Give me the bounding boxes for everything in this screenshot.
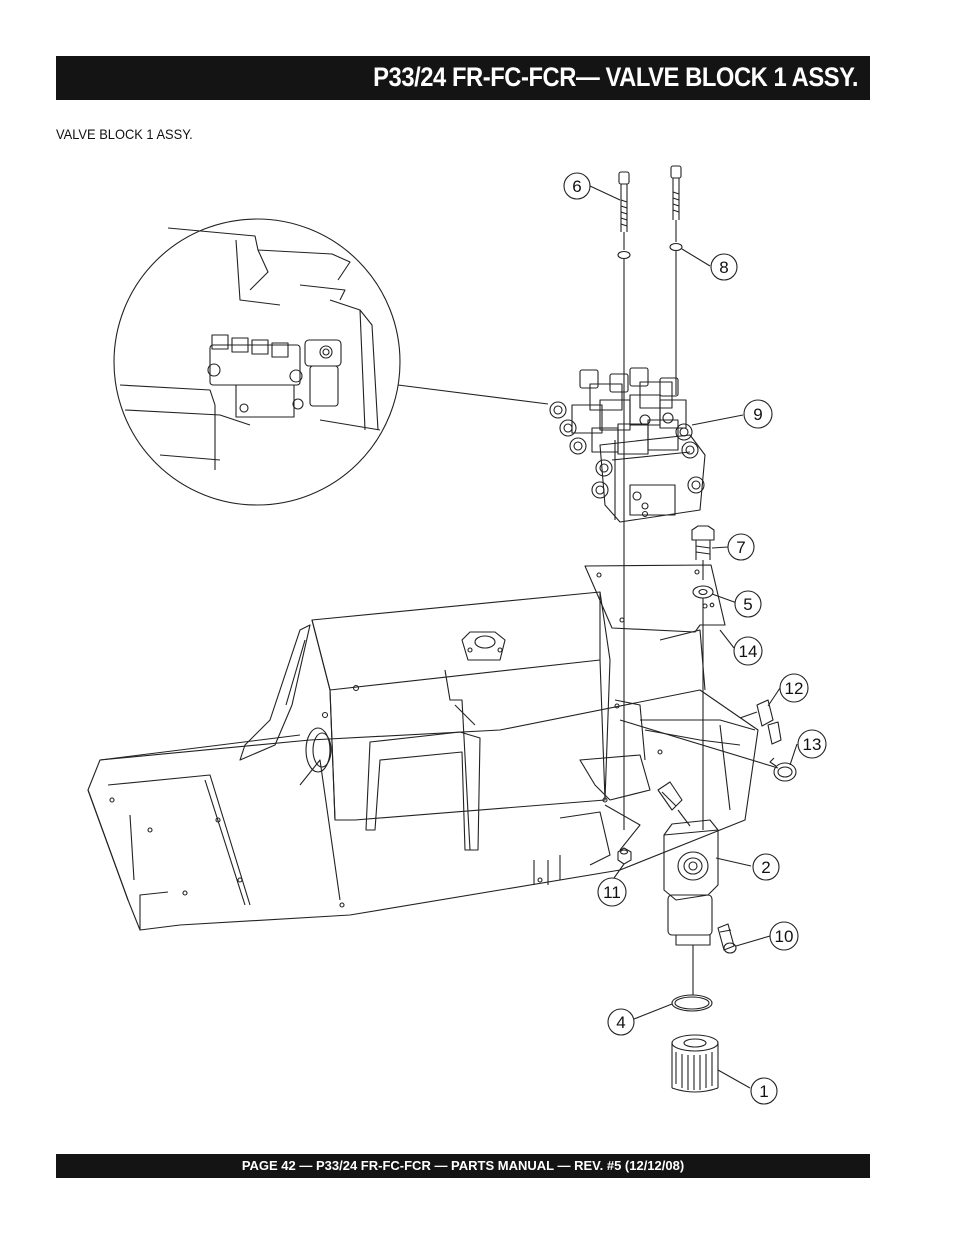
callout-1: 1 (750, 1077, 778, 1105)
callout-11: 11 (597, 877, 627, 907)
svg-text:5: 5 (743, 595, 752, 614)
svg-text:4: 4 (616, 1013, 625, 1032)
valve-block-9 (549, 367, 706, 523)
fitting-upper (657, 781, 691, 827)
page-title: P33/24 FR-FC-FCR— VALVE BLOCK 1 ASSY. (373, 62, 858, 92)
bolt-6 (617, 171, 631, 830)
frame-assembly (87, 591, 759, 931)
svg-text:9: 9 (753, 405, 762, 424)
page-footer-bar: PAGE 42 — P33/24 FR-FC-FCR — PARTS MANUA… (56, 1154, 870, 1178)
clamp-13 (619, 719, 797, 782)
svg-text:12: 12 (785, 679, 804, 698)
page-footer-text: PAGE 42 — P33/24 FR-FC-FCR — PARTS MANUA… (241, 1158, 685, 1173)
filter-element-1 (671, 1034, 719, 1093)
callout-6: 6 (563, 172, 591, 200)
mounting-plate-14 (584, 564, 726, 633)
bolt-8-long (669, 165, 683, 395)
fitting-10 (717, 923, 737, 954)
svg-text:13: 13 (803, 735, 822, 754)
callout-10: 10 (769, 921, 799, 951)
detail-circle (113, 218, 549, 506)
callout-8: 8 (710, 253, 738, 281)
callout-5: 5 (734, 590, 762, 618)
callout-12: 12 (779, 673, 809, 703)
svg-text:6: 6 (572, 177, 581, 196)
callout-13: 13 (797, 729, 827, 759)
leader-lines (589, 185, 798, 1089)
o-ring-4 (671, 994, 713, 1012)
svg-text:7: 7 (736, 538, 745, 557)
callout-7: 7 (727, 533, 755, 561)
svg-text:8: 8 (719, 258, 728, 277)
nut-11 (617, 847, 632, 865)
svg-text:14: 14 (739, 642, 758, 661)
bolt-7 (691, 525, 715, 580)
svg-text:11: 11 (603, 883, 621, 902)
section-label: VALVE BLOCK 1 ASSY. (56, 126, 193, 142)
callout-4: 4 (607, 1008, 635, 1036)
svg-text:2: 2 (761, 858, 770, 877)
page-header-bar: P33/24 FR-FC-FCR— VALVE BLOCK 1 ASSY. (56, 56, 870, 100)
callout-9: 9 (743, 399, 773, 429)
callout-2: 2 (752, 853, 780, 881)
filter-head-2 (663, 819, 719, 995)
callout-14: 14 (733, 636, 763, 666)
svg-text:10: 10 (775, 927, 794, 946)
washer-5 (692, 585, 714, 830)
hose-barb-12 (739, 699, 782, 745)
svg-text:1: 1 (759, 1082, 768, 1101)
